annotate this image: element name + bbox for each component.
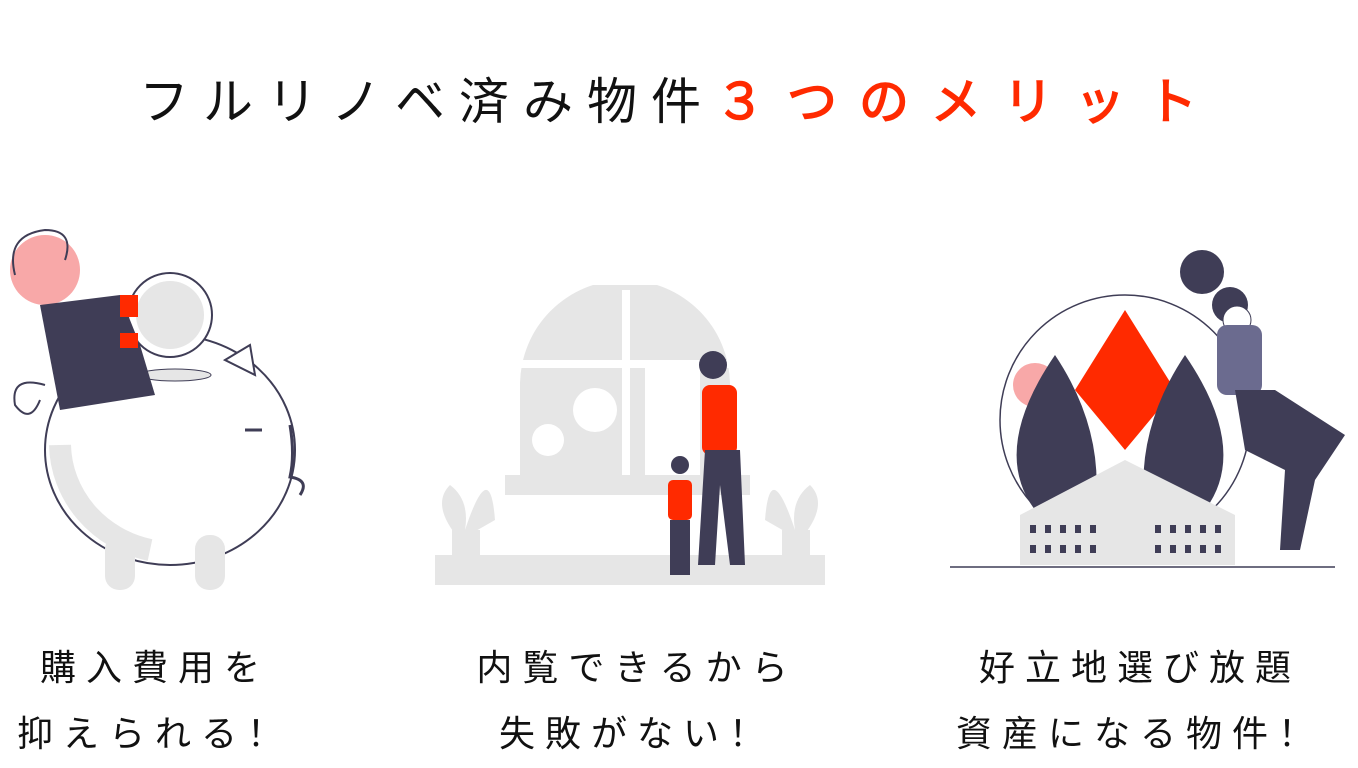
building-woman-illustration — [950, 250, 1345, 568]
page-title: フルリノベ済み物件３つのメリット — [0, 62, 1358, 134]
merit-1-line2: 抑えられる！ — [16, 714, 293, 755]
merit-2-line1: 内覧できるから — [476, 648, 798, 689]
merit-caption-1: 購入費用を 抑えられる！ — [0, 636, 355, 768]
title-accent: ３つのメリット — [715, 73, 1219, 131]
merit-caption-2: 内覧できるから 失敗がない！ — [437, 636, 837, 768]
mother-child-window-illustration — [435, 285, 825, 585]
merit-2-line2: 失敗がない！ — [498, 714, 775, 755]
piggy-bank-illustration — [10, 228, 305, 590]
title-main: フルリノベ済み物件 — [139, 73, 715, 131]
merit-caption-3: 好立地選び放題 資産になる物件！ — [940, 636, 1340, 768]
merit-3-line1: 好立地選び放題 — [978, 648, 1301, 689]
merit-3-line2: 資産になる物件！ — [955, 714, 1324, 755]
merit-1-line1: 購入費用を — [39, 648, 270, 689]
